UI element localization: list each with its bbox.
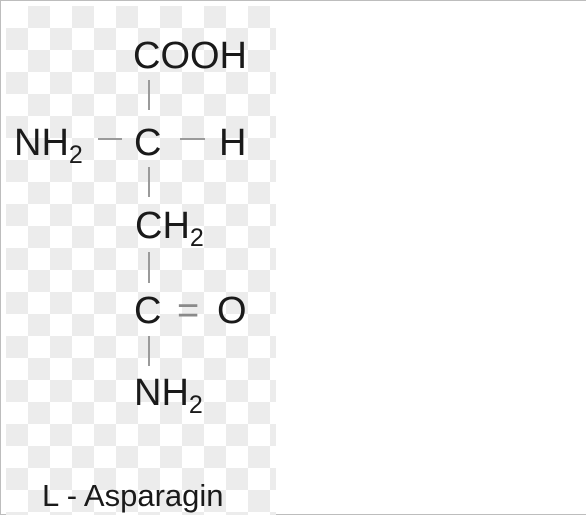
carbonyl-carbon: C (134, 290, 161, 332)
alpha-carbon: C (134, 122, 161, 164)
amide-amino-group: NH2 (134, 372, 203, 419)
alpha-amino-group: NH2 (14, 122, 83, 169)
alpha-hydrogen: H (219, 122, 246, 164)
carbonyl-oxygen: O (217, 290, 247, 332)
cooh-group: COOH (133, 35, 247, 77)
molecule-caption: L - Asparagin (42, 478, 224, 513)
transparency-checker-background (6, 6, 276, 515)
carbonyl-double-bond: = (177, 290, 199, 332)
side-chain-ch2: CH2 (135, 205, 204, 252)
